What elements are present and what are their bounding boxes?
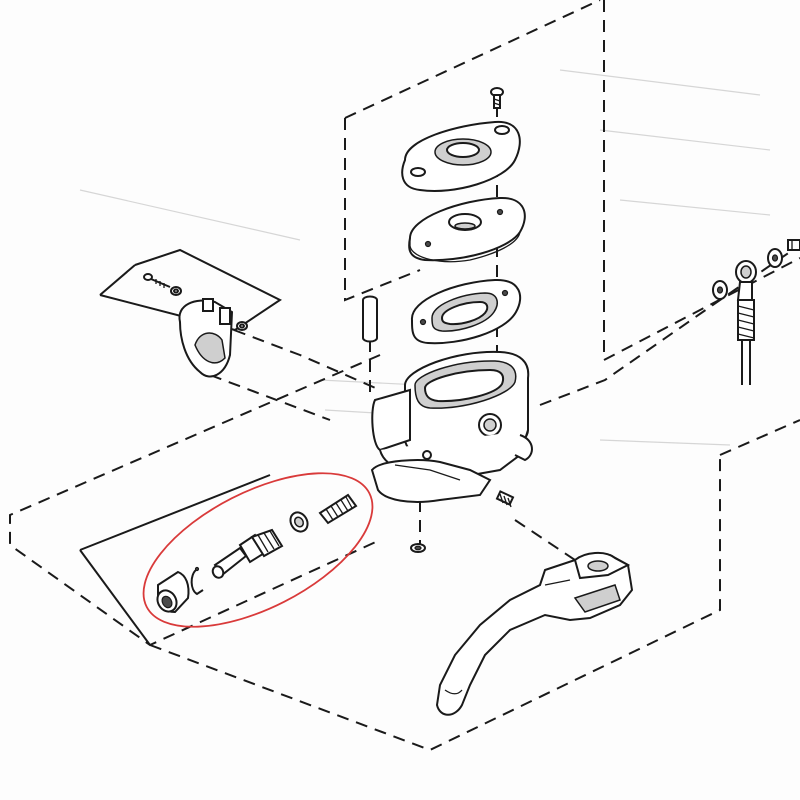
clamp-axis-lower [209, 374, 331, 421]
reservoir-frame [344, 118, 421, 302]
piston-kit [79, 472, 374, 646]
lever-frame [149, 455, 721, 752]
lever-axis [514, 519, 576, 561]
banjo-fitting [735, 260, 757, 284]
top-frame-edge [344, 0, 601, 119]
master-cylinder-body [370, 350, 533, 508]
hose-axis [539, 244, 800, 406]
circlip [190, 566, 204, 596]
brake-lever [435, 552, 634, 716]
clamp-washer [170, 286, 248, 331]
reservoir-cover-screw [490, 87, 504, 109]
sealing-washers [712, 248, 783, 300]
right-frame-edge [603, 0, 800, 362]
boundary-frames [9, 0, 800, 752]
clamp-bolt [143, 273, 171, 288]
clamp-axis [233, 329, 381, 391]
brake-hose [736, 281, 755, 385]
lever-retainer-clip [410, 543, 426, 553]
piston-assembly [211, 528, 284, 579]
lever-frame-right [719, 419, 800, 456]
clamp-group [99, 248, 282, 378]
bleeder-screw [495, 490, 515, 508]
piston-frame [9, 354, 381, 647]
highlight-circle [142, 472, 374, 628]
reservoir-cover [401, 120, 521, 192]
return-spring [318, 493, 358, 525]
piston-cup [289, 511, 309, 533]
piston-boot [156, 570, 190, 614]
banjo-bolt [787, 239, 800, 251]
background-bleed-through [79, 69, 771, 446]
hose-assembly [712, 239, 800, 385]
pivot-pin [362, 295, 378, 343]
handlebar-clamp [178, 298, 234, 378]
cover-gasket [408, 196, 526, 263]
piston-frame-line [79, 474, 271, 551]
diaphragm [410, 278, 522, 345]
